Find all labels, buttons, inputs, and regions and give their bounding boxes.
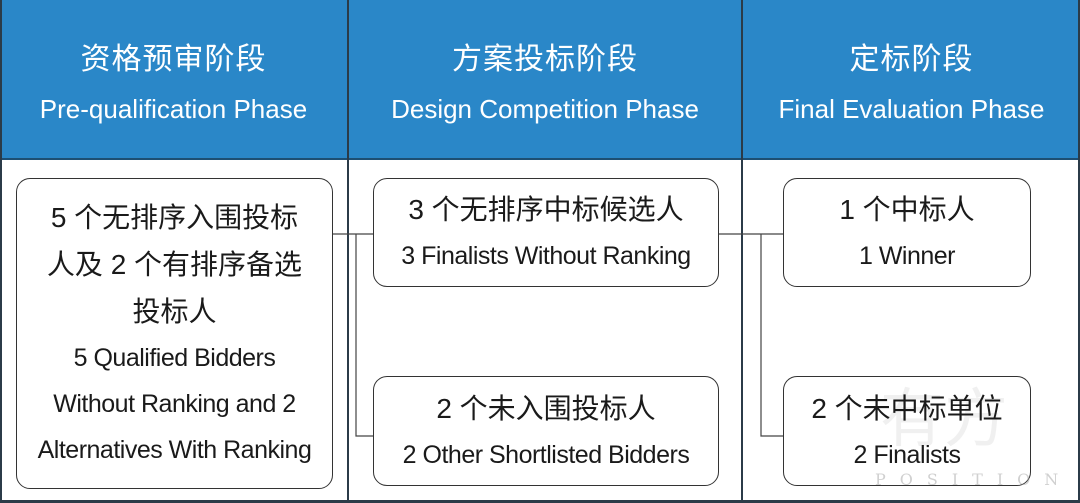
box-text-zh: 5 个无排序入围投标 <box>50 202 299 233</box>
column-divider <box>347 0 349 503</box>
column-divider <box>741 0 743 503</box>
box-text-en: 1 Winner <box>858 242 956 270</box>
box-prequalified-bidders: 5 个无排序入围投标 人及 2 个有排序备选 投标人 5 Qualified B… <box>16 178 333 489</box>
box-text-en: 2 Other Shortlisted Bidders <box>402 440 690 469</box>
phase-title-zh: 资格预审阶段 <box>80 43 267 76</box>
phase-prequalification: 资格预审阶段 Pre-qualification Phase <box>0 0 347 158</box>
box-text-zh: 1 个中标人 <box>839 194 975 225</box>
box-text-en: 2 Finalists <box>853 440 961 469</box>
box-other-shortlisted: 2 个未入围投标人 2 Other Shortlisted Bidders <box>373 376 719 486</box>
box-non-winners: 2 个未中标单位 2 Finalists <box>783 376 1031 486</box>
bottom-border <box>0 500 1080 503</box>
connector-design-to-final <box>718 233 783 437</box>
phase-title-en: Pre-qualification Phase <box>39 94 308 124</box>
phase-design-competition: 方案投标阶段 Design Competition Phase <box>349 0 741 158</box>
box-text-zh: 人及 2 个有排序备选 <box>46 249 303 280</box>
column-divider <box>0 0 2 503</box>
box-text-zh: 3 个无排序中标候选人 <box>408 194 684 225</box>
box-text-en: Alternatives With Ranking <box>37 436 312 464</box>
column-divider <box>1078 0 1080 503</box>
box-text-zh: 2 个未中标单位 <box>811 392 1003 424</box>
box-text-en: 3 Finalists Without Ranking <box>401 242 691 270</box>
connector-prequal-to-design <box>332 233 373 437</box>
phase-final-evaluation: 定标阶段 Final Evaluation Phase <box>743 0 1080 158</box>
box-text-zh: 2 个未入围投标人 <box>436 392 656 424</box>
phase-title-zh: 定标阶段 <box>849 43 974 76</box>
phase-title-en: Final Evaluation Phase <box>778 94 1045 124</box>
phase-title-en: Design Competition Phase <box>391 94 699 124</box>
box-text-zh: 投标人 <box>132 296 217 327</box>
phase-header: 资格预审阶段 Pre-qualification Phase 方案投标阶段 De… <box>0 0 1080 160</box>
box-winner: 1 个中标人 1 Winner <box>783 178 1031 287</box>
box-finalists: 3 个无排序中标候选人 3 Finalists Without Ranking <box>373 178 719 287</box>
box-text-en: Without Ranking and 2 <box>53 390 296 418</box>
phase-title-zh: 方案投标阶段 <box>452 43 638 76</box>
box-text-en: 5 Qualified Bidders <box>73 344 276 372</box>
